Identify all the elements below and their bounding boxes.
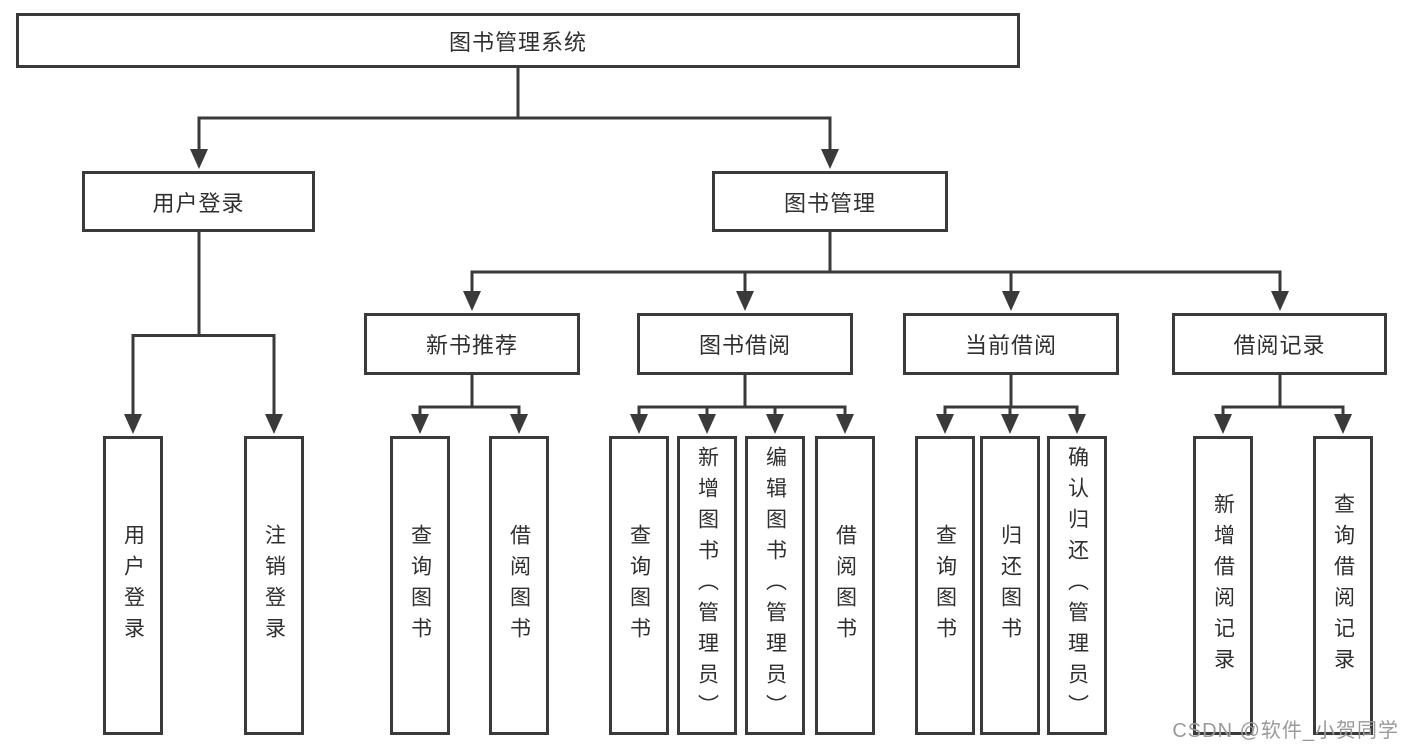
leaf-query-borrow-record-label: 查询借阅记录 [1331, 492, 1355, 679]
node-user-login-branch-label: 用户登录 [152, 190, 245, 216]
node-root-label: 图书管理系统 [448, 29, 587, 55]
connector-book-borrow [630, 375, 854, 434]
node-book-management-label: 图书管理 [783, 190, 876, 216]
leaf-query-books-borrow-label: 查询图书 [627, 523, 651, 648]
leaf-add-books-admin-label: 新增图书（管理员） [695, 446, 719, 725]
node-current-borrow: 当前借阅 [903, 313, 1119, 375]
leaf-user-login-label: 用户登录 [121, 523, 145, 648]
node-book-borrow-label: 图书借阅 [698, 333, 791, 358]
node-book-borrow: 图书借阅 [637, 313, 853, 375]
leaf-query-books-recommend: 查询图书 [390, 436, 450, 735]
leaf-add-borrow-record-label: 新增借阅记录 [1211, 492, 1235, 679]
node-book-management: 图书管理 [712, 171, 948, 232]
leaf-user-login: 用户登录 [103, 436, 163, 735]
leaf-query-books-recommend-label: 查询图书 [408, 523, 432, 648]
connector-book-management [463, 232, 1289, 311]
leaf-return-books-label: 归还图书 [998, 523, 1022, 648]
leaf-borrow-books-label: 借阅图书 [833, 523, 857, 648]
node-borrow-records-label: 借阅记录 [1233, 333, 1326, 358]
leaf-borrow-books-recommend-label: 借阅图书 [507, 523, 531, 648]
leaf-logout-label: 注销登录 [262, 523, 286, 648]
leaf-logout: 注销登录 [244, 436, 304, 735]
node-root: 图书管理系统 [16, 13, 1020, 68]
node-new-book-recommend: 新书推荐 [364, 313, 580, 375]
leaf-edit-books-admin-label: 编辑图书（管理员） [763, 446, 787, 725]
leaf-add-borrow-record: 新增借阅记录 [1193, 436, 1253, 735]
node-new-book-recommend-label: 新书推荐 [425, 333, 518, 358]
leaf-query-books-current-label: 查询图书 [933, 523, 957, 648]
leaf-query-books-borrow: 查询图书 [609, 436, 669, 735]
connector-user-login [124, 232, 283, 434]
leaf-edit-books-admin: 编辑图书（管理员） [745, 436, 805, 735]
connector-new-book-recommend [411, 375, 528, 434]
leaf-borrow-books-recommend: 借阅图书 [489, 436, 549, 735]
leaf-add-books-admin: 新增图书（管理员） [677, 436, 737, 735]
leaf-query-borrow-record: 查询借阅记录 [1313, 436, 1373, 735]
node-current-borrow-label: 当前借阅 [964, 333, 1057, 358]
leaf-confirm-return-admin-label: 确认归还（管理员） [1065, 446, 1089, 725]
leaf-return-books: 归还图书 [980, 436, 1040, 735]
node-borrow-records: 借阅记录 [1172, 313, 1387, 375]
leaf-borrow-books: 借阅图书 [815, 436, 875, 735]
node-user-login-branch: 用户登录 [82, 171, 315, 232]
connector-borrow-records [1214, 375, 1352, 434]
leaf-query-books-current: 查询图书 [915, 436, 975, 735]
connector-current-borrow [936, 375, 1086, 434]
csdn-watermark: CSDN @软件_小贺同学 [1172, 720, 1399, 742]
leaf-confirm-return-admin: 确认归还（管理员） [1047, 436, 1107, 735]
connector-root [190, 68, 839, 169]
